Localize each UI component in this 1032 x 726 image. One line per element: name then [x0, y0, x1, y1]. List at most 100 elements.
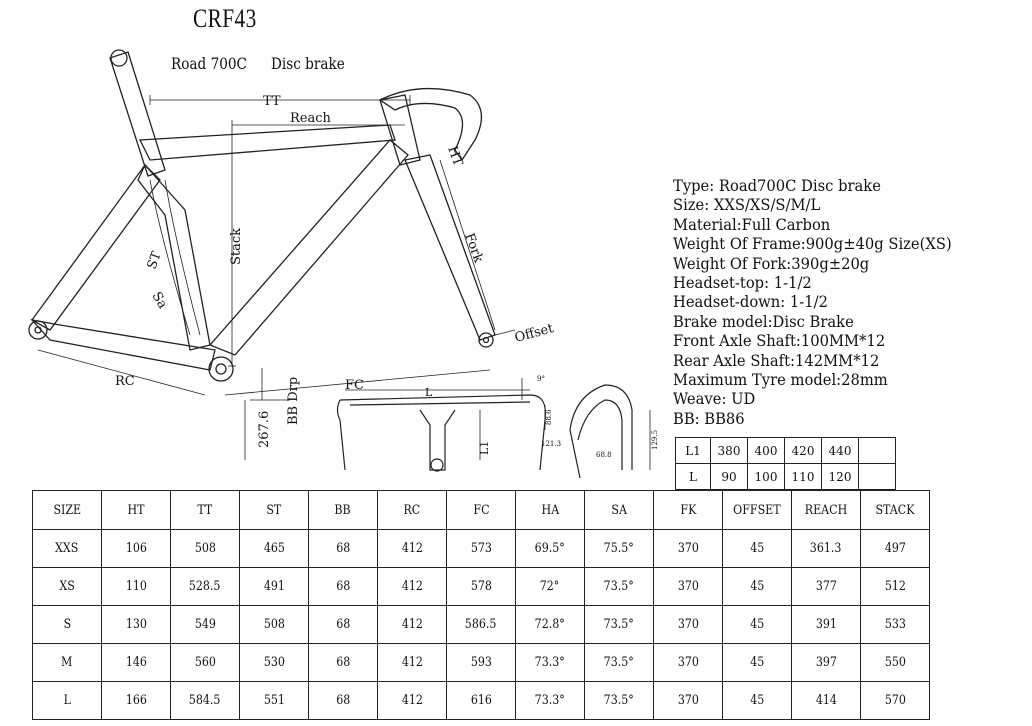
spec-type: Type: Road700C Disc brake: [673, 176, 881, 195]
table-row: L1 380 400 420 440: [675, 437, 896, 464]
table-cell: 573: [446, 529, 516, 568]
table-cell: 68: [308, 643, 378, 682]
table-cell: 550: [860, 643, 930, 682]
spec-rear-axle: Rear Axle Shaft:142MM*12: [673, 350, 880, 370]
column-header: ST: [239, 490, 309, 530]
table-cell: 68: [308, 529, 378, 568]
column-header: REACH: [791, 490, 861, 530]
table-cell: 370: [653, 605, 723, 644]
column-header: STACK: [860, 490, 930, 530]
table-cell: [858, 437, 896, 464]
column-header: HT: [101, 490, 171, 530]
table-cell: 45: [722, 605, 792, 644]
table-cell: 120: [821, 463, 859, 490]
table-cell: 414: [791, 681, 861, 720]
spec-material: Material:Full Carbon: [673, 214, 831, 234]
table-cell: XXS: [32, 529, 102, 568]
spec-weave: Weave: UD: [673, 389, 756, 409]
table-cell: 420: [784, 437, 822, 464]
table-cell: 45: [722, 681, 792, 720]
bar-height2-label: 68.8: [596, 451, 612, 459]
table-cell: 465: [239, 529, 309, 568]
spec-max-tyre: Maximum Tyre model:28mm: [673, 370, 888, 390]
table-cell: [858, 463, 896, 490]
table-cell: 560: [170, 643, 240, 682]
table-cell: 361.3: [791, 529, 861, 568]
table-cell: 72°: [515, 567, 585, 606]
table-cell: 440: [821, 437, 859, 464]
table-cell: 110: [784, 463, 822, 490]
table-cell: 45: [722, 643, 792, 682]
table-cell: M: [32, 643, 102, 682]
column-header: RC: [377, 490, 447, 530]
table-cell: 110: [101, 567, 171, 606]
column-header: FK: [653, 490, 723, 530]
bike-type-label: Road 700C: [171, 54, 247, 73]
head-tube: [379, 94, 421, 166]
table-cell: 370: [653, 681, 723, 720]
table-cell: 68: [308, 567, 378, 606]
table-cell: 508: [170, 529, 240, 568]
column-header: HA: [515, 490, 585, 530]
reach-label: Reach: [290, 111, 332, 126]
spec-bb: BB: BB86: [673, 408, 745, 428]
table-cell: XS: [32, 567, 102, 606]
table-cell: 593: [446, 643, 516, 682]
table-cell: 370: [653, 567, 723, 606]
column-header: SIZE: [32, 490, 102, 530]
stack-label: Stack: [229, 228, 244, 265]
table-cell: 146: [101, 643, 171, 682]
table-cell: 45: [722, 567, 792, 606]
table-cell: 166: [101, 681, 171, 720]
ht-label: HT: [444, 144, 465, 168]
table-cell: 400: [747, 437, 785, 464]
handlebar-size-table: L1 380 400 420 440 L 90 100 110 120: [675, 437, 896, 490]
handlebar-stem: [419, 409, 456, 471]
table-cell: 397: [791, 643, 861, 682]
table-cell: 75.5°: [584, 529, 654, 568]
bar-l1-label: L1: [478, 441, 491, 455]
table-cell: S: [32, 605, 102, 644]
table-cell: 530: [239, 643, 309, 682]
table-cell: 68: [308, 605, 378, 644]
table-cell: 497: [860, 529, 930, 568]
geometry-table: SIZE HT TT ST BB RC FC HA SA FK OFFSET R…: [32, 490, 930, 720]
bar-reach-label: 88.6: [545, 409, 553, 425]
fc-label: FC: [345, 378, 364, 393]
table-cell: 73.5°: [584, 567, 654, 606]
table-cell: 412: [377, 567, 447, 606]
bb-drop-label: BB Drp: [286, 377, 301, 425]
table-cell: 73.5°: [584, 605, 654, 644]
column-header: SA: [584, 490, 654, 530]
table-cell: 68: [308, 681, 378, 720]
down-tube: [208, 139, 409, 356]
sa-label: Sa: [149, 290, 170, 312]
bb-drop-value: 267.6: [257, 411, 272, 448]
brake-type-label: Disc brake: [271, 54, 345, 73]
top-tube: [138, 124, 396, 161]
handlebar-top: [378, 87, 482, 162]
spec-list: Type: Road700C Disc brake Size: XXS/XS/S…: [673, 176, 976, 428]
table-cell: 412: [377, 529, 447, 568]
bar-angle-label: 9°: [537, 375, 545, 383]
seat-stay: [31, 164, 161, 331]
fork-label: Fork: [461, 231, 485, 265]
page-title: CRF43: [193, 4, 257, 33]
table-cell: L: [32, 681, 102, 720]
table-cell: 90: [710, 463, 748, 490]
table-cell: 377: [791, 567, 861, 606]
table-cell: 508: [239, 605, 309, 644]
bar-drop-label: 121.3: [541, 440, 561, 448]
table-header-row: SIZE HT TT ST BB RC FC HA SA FK OFFSET R…: [32, 490, 930, 530]
st-label: ST: [145, 249, 165, 271]
column-header: BB: [308, 490, 378, 530]
table-cell: 380: [710, 437, 748, 464]
table-cell: 584.5: [170, 681, 240, 720]
table-cell: 69.5°: [515, 529, 585, 568]
table-cell: 570: [860, 681, 930, 720]
spec-size: Size: XXS/XS/S/M/L: [673, 195, 821, 215]
